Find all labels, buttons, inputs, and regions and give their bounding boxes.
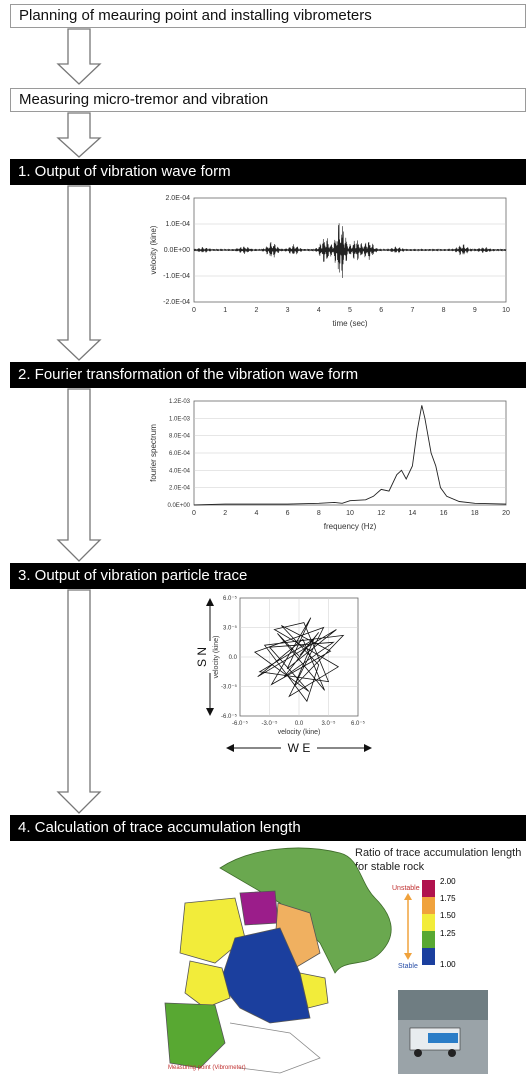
trace-series-line — [253, 617, 345, 703]
flow-arrow-2 — [56, 112, 102, 158]
spectrum-y-tick: 1.2E-03 — [169, 399, 191, 405]
map-zone-purple — [239, 890, 279, 926]
planning-step-label: Planning of meauring point and installin… — [19, 7, 372, 24]
waveform-x-tick: 0 — [192, 307, 196, 314]
spectrum-x-tick: 4 — [254, 510, 258, 517]
legend-value-1: 1.75 — [440, 894, 456, 903]
waveform-x-tick: 6 — [379, 307, 383, 314]
trace-x-tick: 6.0⁻⁵ — [351, 720, 366, 727]
map-zone-yellow-2 — [184, 960, 231, 1009]
legend-value-3: 1.25 — [440, 929, 456, 938]
waveform-y-tick: 1.0E-04 — [165, 221, 190, 228]
spectrum-x-tick: 0 — [192, 510, 196, 517]
waveform-x-tick: 1 — [223, 307, 227, 314]
waveform-y-tick: -2.0E-04 — [163, 299, 190, 306]
waveform-y-tick: -1.0E-04 — [163, 273, 190, 280]
waveform-x-tick: 10 — [502, 307, 510, 314]
map-outline — [229, 1022, 321, 1074]
map-zone-green — [164, 1002, 226, 1069]
spectrum-x-label: frequency (Hz) — [324, 522, 377, 531]
waveform-x-tick: 8 — [442, 307, 446, 314]
trace-y-tick: -3.0⁻⁵ — [221, 684, 238, 691]
map-zone-yellow-1 — [179, 897, 246, 964]
measuring-step-label: Measuring micro-tremor and vibration — [19, 91, 269, 108]
spectrum-x-tick: 6 — [286, 510, 290, 517]
trace-y-tick: 3.0⁻⁵ — [223, 625, 238, 632]
spectrum-x-tick: 2 — [223, 510, 227, 517]
stability-map: 2.00 1.75 1.50 1.25 1.00 Unstable Stable — [164, 847, 488, 1074]
step-2-label: 2. Fourier transformation of the vibrati… — [18, 366, 359, 383]
fourier-spectrum-chart: 1.2E-03 1.0E-03 8.0E-04 6.0E-04 4.0E-04 2.0E-… — [149, 399, 510, 531]
trace-x-label: velocity (kine) — [278, 729, 321, 736]
waveform-x-tick: 5 — [348, 307, 352, 314]
measuring-step-box: Measuring micro-tremor and vibration — [10, 88, 526, 112]
waveform-x-tick: 2 — [254, 307, 258, 314]
spectrum-x-tick: 16 — [440, 510, 448, 517]
legend-stable-label: Stable — [398, 963, 418, 970]
spectrum-y-tick: 0.0E+00 — [167, 503, 190, 509]
trace-we-label: W E — [288, 741, 311, 755]
trace-sn-arrowhead-down — [206, 708, 214, 716]
trace-x-tick: -6.0⁻⁵ — [232, 720, 249, 727]
waveform-x-tick: 7 — [410, 307, 414, 314]
spectrum-y-tick: 2.0E-04 — [169, 486, 191, 492]
map-legend-colorbar — [422, 880, 435, 965]
waveform-x-tick: 9 — [473, 307, 477, 314]
particle-trace-chart: 6.0⁻⁵ 3.0⁻⁵ 0.0 -3.0⁻⁵ -6.0⁻⁵-6.0⁻⁵ -3.0⁻⁵ 0.0… — [195, 595, 372, 755]
spectrum-y-tick: 1.0E-03 — [169, 416, 191, 422]
waveform-x-tick: 3 — [286, 307, 290, 314]
flow-arrow-4 — [56, 388, 102, 562]
waveform-y-tick: 0.0E+00 — [164, 247, 190, 254]
trace-we-arrowhead-right — [364, 744, 372, 752]
step-3-label: 3. Output of vibration particle trace — [18, 567, 248, 584]
flow-arrow-5 — [56, 589, 102, 814]
step-4-label: 4. Calculation of trace accumulation len… — [18, 819, 301, 836]
map-forest-edge — [219, 847, 392, 974]
waveform-y-label: velocity (kine) — [149, 225, 158, 274]
spectrum-x-tick: 10 — [346, 510, 354, 517]
legend-value-4: 1.00 — [440, 960, 456, 969]
map-footer-note: Measuring point (Vibrometer) — [168, 1065, 246, 1071]
map-legend-title: Ratio of trace accumulation length for s… — [355, 847, 522, 873]
legend-unstable-label: Unstable — [392, 885, 420, 892]
spectrum-x-tick: 18 — [471, 510, 479, 517]
waveform-series-line — [193, 223, 507, 279]
waveform-x-label: time (sec) — [332, 319, 367, 328]
planning-step-box: Planning of meauring point and installin… — [10, 4, 526, 28]
trace-y-tick: -6.0⁻⁵ — [221, 713, 238, 720]
spectrum-y-label: fourier spectrum — [149, 424, 158, 482]
step-1-header: 1. Output of vibration wave form — [10, 159, 526, 185]
legend-value-0: 2.00 — [440, 877, 456, 886]
step-3-header: 3. Output of vibration particle trace — [10, 563, 526, 589]
trace-sn-arrowhead-up — [206, 598, 214, 606]
trace-we-arrowhead-left — [226, 744, 234, 752]
spectrum-y-tick: 6.0E-04 — [169, 451, 191, 457]
trace-y-tick: 0.0 — [229, 655, 238, 661]
legend-value-2: 1.50 — [440, 911, 456, 920]
spectrum-series-line — [193, 405, 507, 506]
waveform-x-tick: 4 — [317, 307, 321, 314]
step-2-header: 2. Fourier transformation of the vibrati… — [10, 362, 526, 388]
spectrum-x-tick: 20 — [502, 510, 510, 517]
trace-x-tick: 0.0 — [295, 721, 304, 727]
trace-y-tick: 6.0⁻⁵ — [223, 595, 238, 602]
spectrum-x-tick: 14 — [409, 510, 417, 517]
trace-x-tick: -3.0⁻⁵ — [262, 720, 279, 727]
trace-y-label: velocity (kine) — [213, 636, 220, 679]
spectrum-x-tick: 12 — [377, 510, 385, 517]
map-zone-yellow-3 — [299, 972, 329, 1009]
flow-arrow-3 — [56, 185, 102, 361]
step-4-header: 4. Calculation of trace accumulation len… — [10, 815, 526, 841]
spectrum-x-tick: 8 — [317, 510, 321, 517]
spectrum-y-tick: 4.0E-04 — [169, 468, 191, 474]
step-1-label: 1. Output of vibration wave form — [18, 163, 231, 180]
flow-arrow-1 — [56, 28, 102, 85]
trace-sn-label: S N — [195, 647, 209, 667]
waveform-y-tick: 2.0E-04 — [165, 195, 190, 202]
spectrum-y-tick: 8.0E-04 — [169, 434, 191, 440]
waveform-chart: 2.0E-04 1.0E-04 0.0E+00 -1.0E-04 -2.0E-040 1 2… — [149, 195, 510, 328]
trace-x-tick: 3.0⁻⁵ — [322, 720, 337, 727]
site-photo — [398, 990, 488, 1074]
